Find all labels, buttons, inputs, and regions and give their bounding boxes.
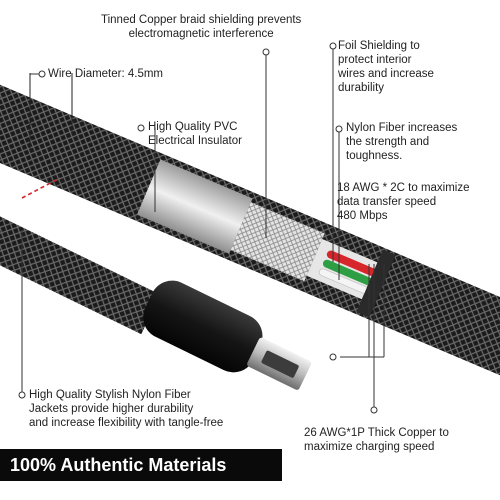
pvc-layer: [137, 159, 253, 254]
diameter-measure: [21, 73, 73, 199]
awg26-label: 26 AWG*1P Thick Copper to maximize charg…: [304, 427, 449, 453]
callout-dot-icon: [335, 125, 343, 133]
callout-dot-icon: [38, 70, 46, 78]
braid-line-1: Tinned Copper braid shielding prevents: [101, 14, 302, 26]
lower-cable: [0, 202, 161, 335]
diameter-red-dash: [21, 177, 61, 199]
braid-shielding-label: Tinned Copper braid shielding prevents e…: [101, 13, 301, 41]
awg18-label: 18 AWG * 2C to maximize data transfer sp…: [337, 182, 470, 222]
leader-lines: [21, 46, 385, 410]
nylon-fiber-label: Nylon Fiber increases the strength and t…: [346, 122, 458, 162]
micro-usb-connector-icon: [143, 280, 312, 390]
wire-diameter-label: Wire Diameter: 4.5mm: [48, 68, 164, 80]
callout-dot-icon: [262, 48, 270, 56]
braid-line-2: electromagnetic interference: [128, 28, 274, 40]
callout-dot-icon: [370, 406, 378, 414]
banner-text: 100% Authentic Materials: [10, 455, 227, 475]
lower-cable-braid: [0, 202, 161, 335]
foil-layer: [230, 202, 325, 282]
callout-dot-icon: [137, 124, 145, 132]
upper-cable: [0, 67, 500, 416]
callout-dot-icon: [329, 42, 337, 50]
nylon-jacket-label: High Quality Stylish Nylon Fiber Jackets…: [29, 389, 224, 429]
authentic-banner: 100% Authentic Materials: [0, 449, 282, 481]
foil-shielding-label: Foil Shielding to protect interior wires…: [338, 40, 434, 94]
callout-dot-icon: [18, 391, 26, 399]
callout-dots: [18, 42, 378, 414]
pvc-insulator-label: High Quality PVC Electrical Insulator: [148, 121, 242, 147]
callout-dot-icon: [329, 353, 337, 361]
red-wire: [326, 250, 385, 280]
green-wire: [322, 259, 377, 288]
